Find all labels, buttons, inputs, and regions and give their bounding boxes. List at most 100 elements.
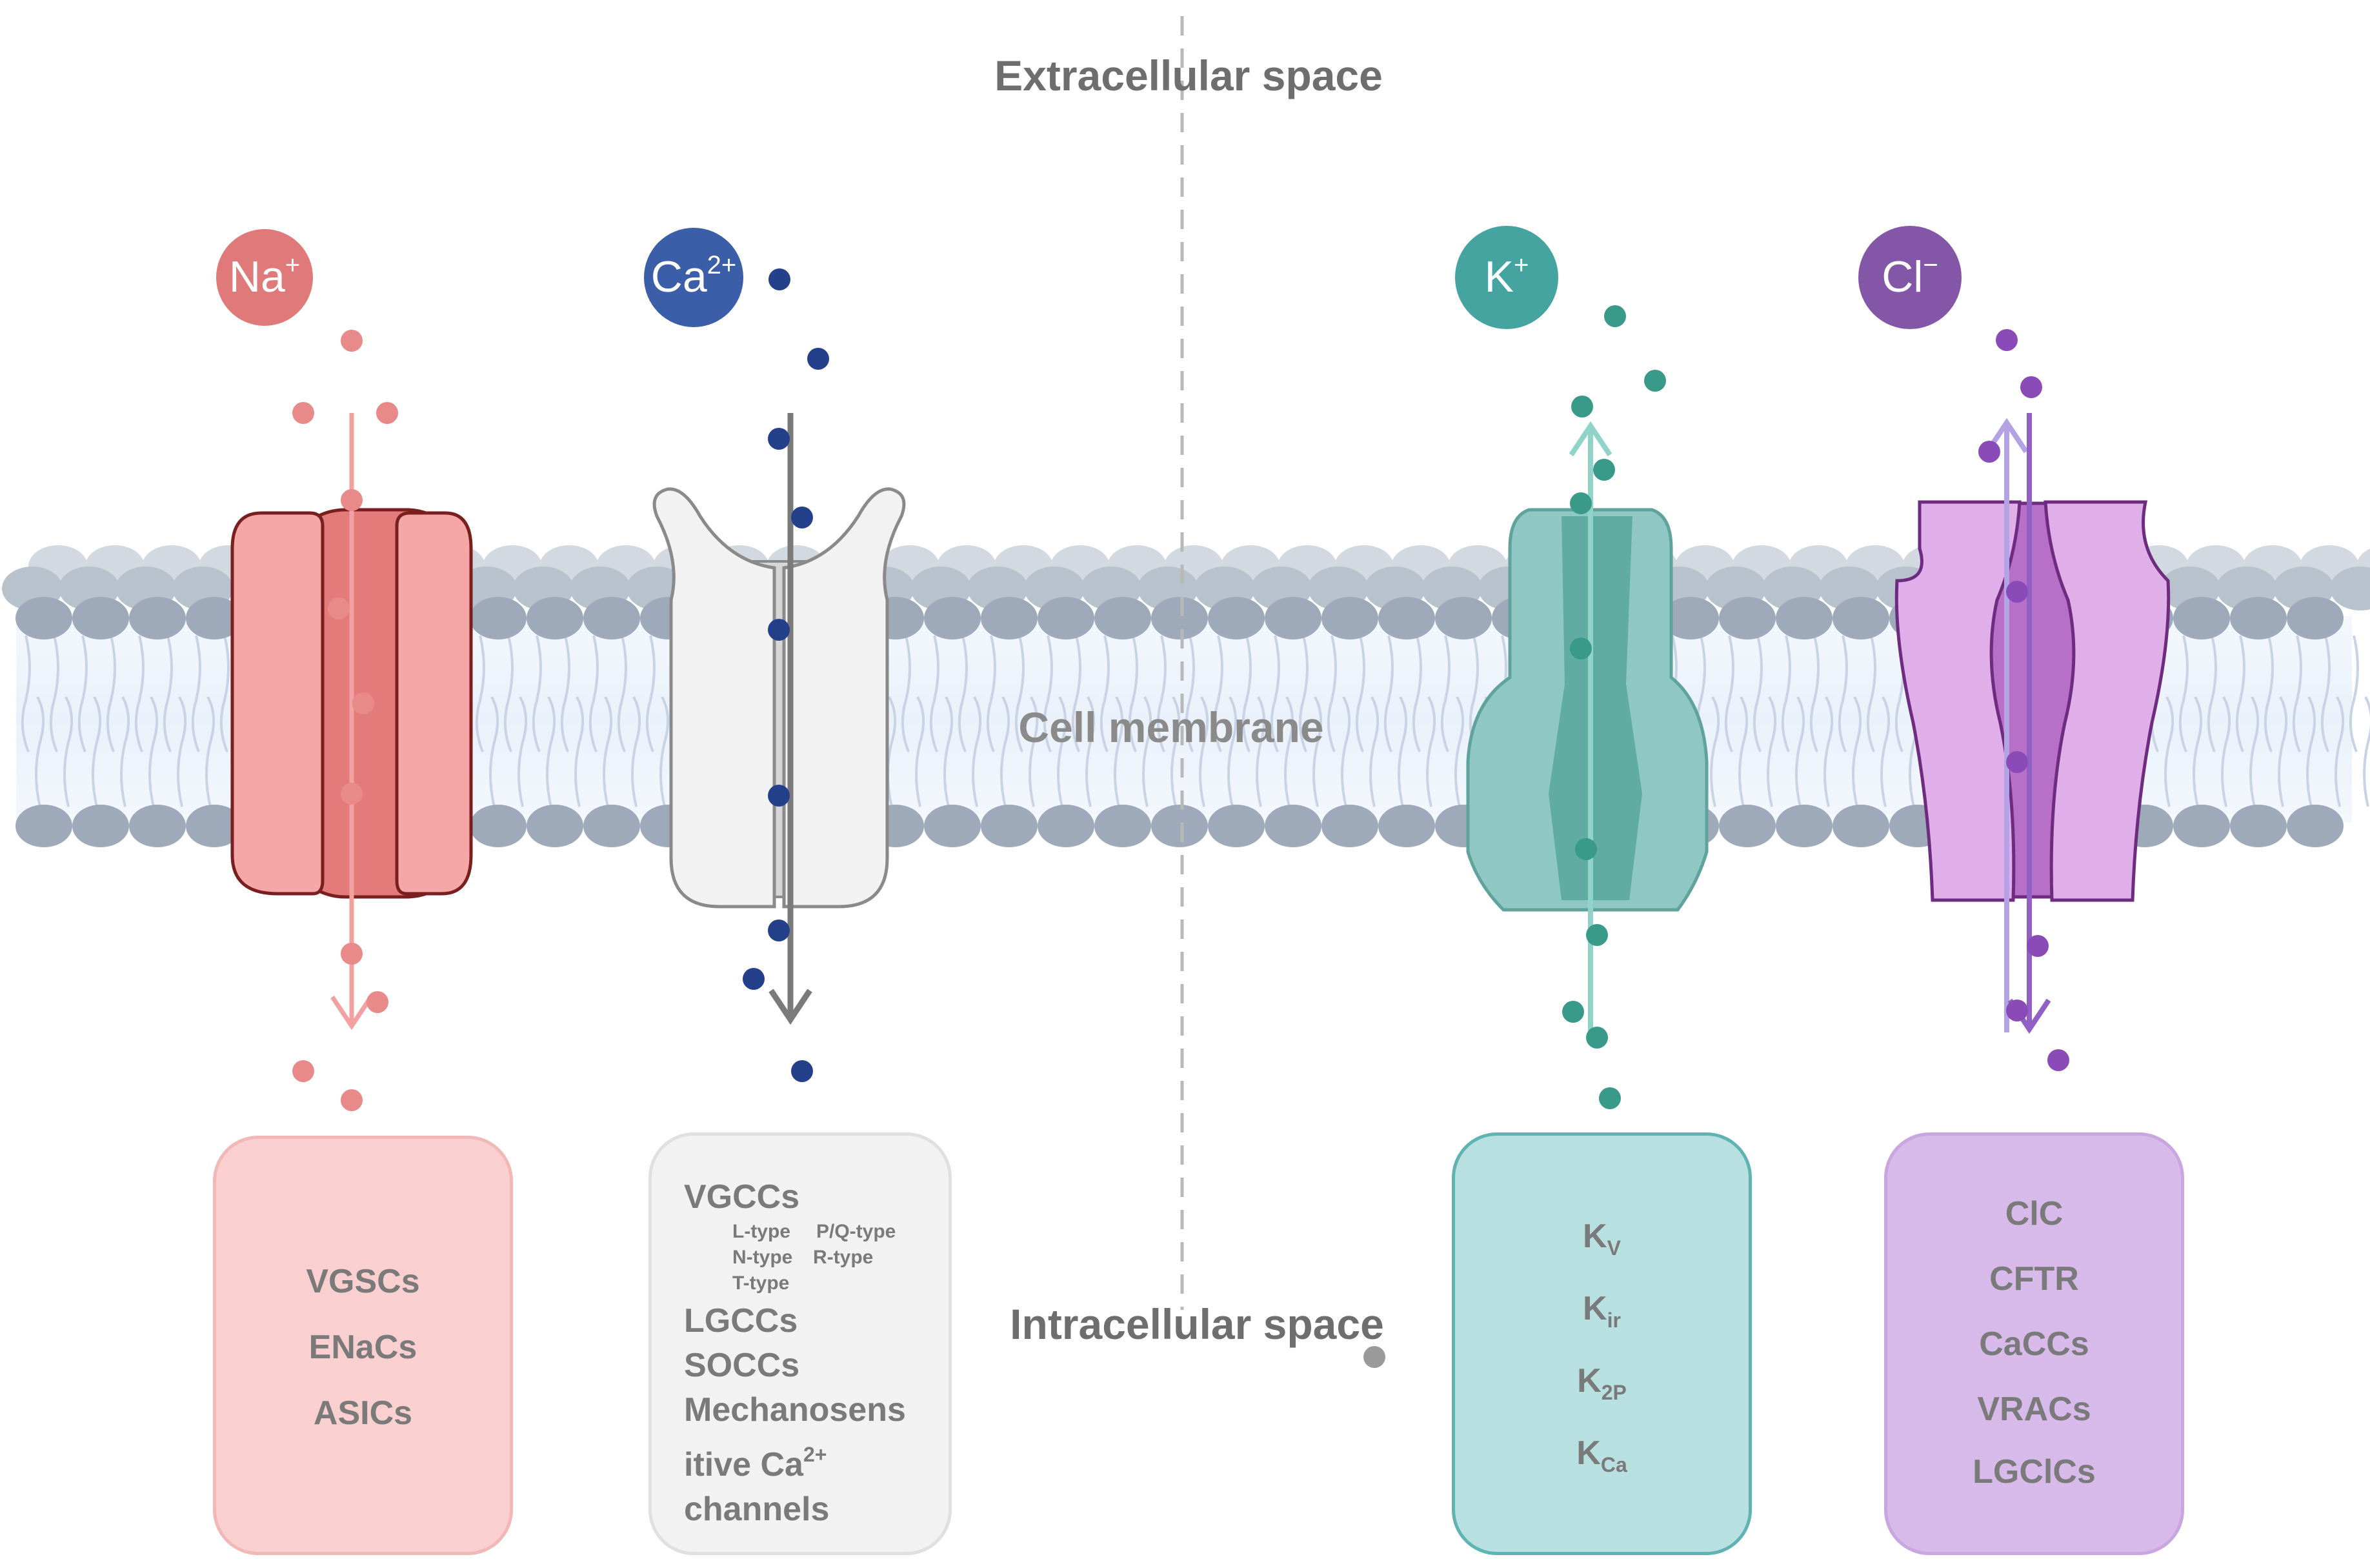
lipid-tail [503, 635, 514, 752]
cl-item-clc: ClC [2005, 1195, 2064, 1232]
k-item-kir: Kir [1455, 1292, 1749, 1331]
lipid-tail [2264, 635, 2274, 752]
potassium-ion-particle [1593, 459, 1615, 481]
lipid-tail [1085, 696, 1096, 807]
na-item-enacs: ENaCs [308, 1329, 417, 1366]
lipid-tail [177, 696, 187, 807]
lipid-tail [1014, 635, 1025, 752]
ca-subtype-l: L-type [732, 1221, 790, 1242]
svg-text:K+: K+ [1485, 251, 1529, 301]
lipid-tail [1398, 696, 1408, 807]
sodium-ion-particle [341, 943, 363, 965]
lipid-tail [134, 635, 145, 752]
lipid-tail [1781, 635, 1791, 752]
lipid-tail [1327, 635, 1337, 752]
lipid-tail [148, 696, 159, 807]
lipid-tail [2292, 635, 2302, 752]
lipid-tail [1241, 635, 1252, 752]
lipid-tail [659, 696, 670, 807]
stray-particle [1363, 1346, 1385, 1368]
chloride-channel-panel: ClC CFTR CaCCs VRACs LGClCs [1884, 1132, 2184, 1555]
chloride-channel [1894, 500, 2171, 902]
lipid-tail [1710, 696, 1720, 807]
sodium-ion-particle [341, 783, 363, 805]
ca-item-mechano-1: Mechanosens [684, 1391, 906, 1429]
chloride-ion-particle [2006, 751, 2028, 773]
potassium-ion-particle [1562, 1001, 1584, 1023]
k-item-kv-base: K [1583, 1218, 1607, 1255]
lipid-tail [1298, 635, 1309, 752]
lipid-head [470, 597, 527, 639]
lipid-tail [1866, 635, 1876, 752]
lipid-tail [617, 635, 627, 752]
lipid-tail [1100, 635, 1110, 752]
lipid-tail [986, 635, 996, 752]
lipid-head [2173, 805, 2230, 847]
k-item-kv-sub: V [1607, 1236, 1621, 1260]
lipid-head [1378, 597, 1435, 639]
lipid-tail [1355, 635, 1365, 752]
lipid-tail [588, 635, 599, 752]
potassium-ion-charge: + [1514, 251, 1529, 279]
lipid-tail [1454, 696, 1465, 807]
lipid-tail [2278, 696, 2288, 807]
lipid-tail [1142, 696, 1152, 807]
calcium-ion-particle [743, 968, 765, 990]
potassium-ion-particle [1586, 924, 1608, 946]
lipid-tail [1383, 635, 1394, 752]
lipid-tail [901, 635, 911, 752]
lipid-head [1208, 597, 1265, 639]
lipid-tail [1284, 696, 1294, 807]
lipid-tail [603, 696, 613, 807]
calcium-ion-particle [768, 785, 790, 807]
k-item-kca: KCa [1455, 1436, 1749, 1475]
ca-subtype-n: N-type [732, 1247, 793, 1268]
lipid-head [1094, 805, 1151, 847]
sodium-ion-particle [292, 1060, 314, 1082]
lipid-tail [1000, 696, 1010, 807]
lipid-head [2287, 597, 2344, 639]
lipid-head [1265, 805, 1321, 847]
lipid-tail [1213, 635, 1223, 752]
ca-item-soccs: SOCCs [684, 1347, 800, 1384]
lipid-tail [532, 635, 542, 752]
lipid-tail [1043, 635, 1053, 752]
lipid-tail [1199, 696, 1209, 807]
calcium-ion-particle [768, 428, 790, 450]
lipid-head [924, 805, 981, 847]
lipid-head [72, 597, 129, 639]
ca-subtype-t: T-type [732, 1272, 790, 1294]
lipid-head [1662, 597, 1719, 639]
lipid-tail [1256, 696, 1266, 807]
ca-items: LGCCs SOCCs Mechanosens itive Ca2+ chann… [684, 1299, 906, 1532]
lipid-head [1151, 597, 1208, 639]
sodium-ion-particle [352, 692, 374, 714]
lipid-tail [1071, 635, 1081, 752]
lipid-tail [2221, 696, 2231, 807]
chloride-ion-charge: − [1923, 251, 1938, 279]
potassium-ion-particle [1604, 305, 1626, 327]
ca-title: VGCCs [684, 1178, 800, 1216]
chloride-ion-particle [2020, 376, 2042, 398]
k-item-kir-base: K [1583, 1290, 1607, 1327]
lipid-head [129, 805, 186, 847]
svg-text:Na+: Na+ [229, 251, 300, 301]
lipid-tail [546, 696, 556, 807]
k-item-kir-sub: ir [1607, 1309, 1621, 1332]
ca-item-mechano-2-text: itive Ca [684, 1446, 803, 1483]
lipid-tail [1724, 635, 1734, 752]
chloride-ion-particle [1996, 329, 2018, 351]
lipid-tail [1426, 696, 1436, 807]
ca-subtype-pq: P/Q-type [816, 1221, 896, 1242]
lipid-tail [2235, 635, 2245, 752]
lipid-head [470, 805, 527, 847]
chloride-ion-symbol: Cl [1882, 252, 1923, 301]
lipid-tail [1795, 696, 1805, 807]
lipid-tail [1752, 635, 1763, 752]
lipid-head [2330, 567, 2370, 610]
ca-item-lgccs: LGCCs [684, 1302, 798, 1340]
lipid-head [1776, 597, 1833, 639]
lipid-tail [958, 635, 968, 752]
lipid-head [129, 597, 186, 639]
